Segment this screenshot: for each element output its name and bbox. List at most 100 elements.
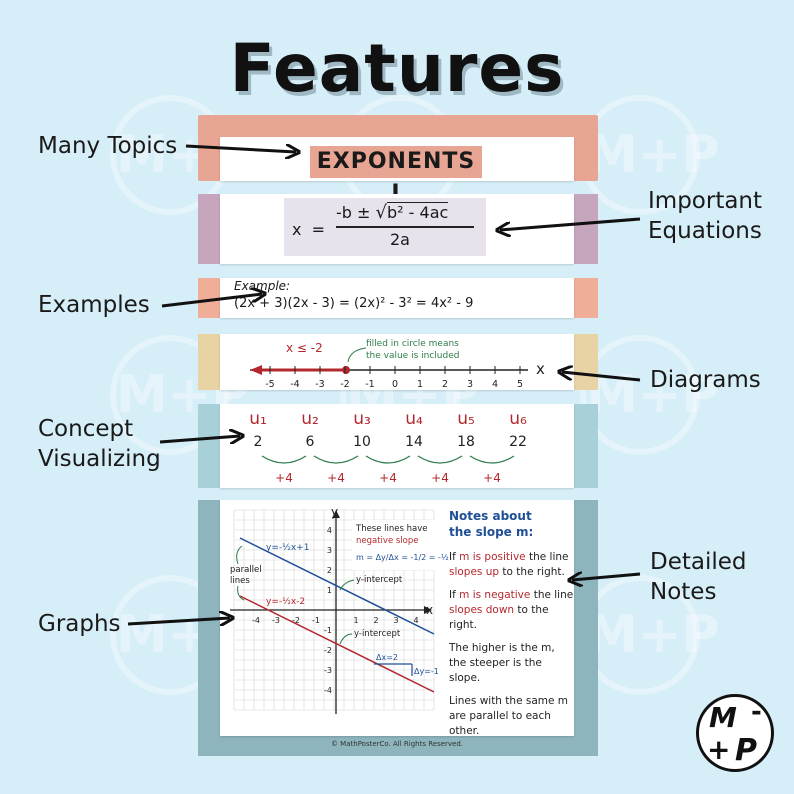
callout-detailed-2: Notes bbox=[650, 579, 717, 605]
note-positive: If m is positive the line slopes up to t… bbox=[449, 550, 575, 580]
watermark-logo: M+P bbox=[580, 335, 719, 455]
number-line-tick-label: 2 bbox=[442, 379, 448, 390]
line-bottom-equation: y=-½x-2 bbox=[266, 597, 305, 607]
x-tick-label: 3 bbox=[393, 616, 398, 625]
callout-examples: Examples bbox=[38, 292, 150, 318]
note-highlight: slopes up bbox=[449, 566, 500, 578]
note-parallel: Lines with the same m are parallel to ea… bbox=[449, 695, 569, 737]
callout-important-1: Important bbox=[648, 188, 763, 214]
equation-numerator: -b ± √b² - 4ac bbox=[336, 202, 449, 223]
x-tick-label: 4 bbox=[413, 616, 418, 625]
callout-concept-2: Visualizing bbox=[38, 446, 161, 472]
slope-note-bg bbox=[352, 520, 436, 570]
sequence-term: u₅ bbox=[457, 409, 475, 429]
sequence-panel bbox=[220, 404, 574, 488]
equation-bar-right bbox=[574, 194, 598, 264]
x-tick-label: -3 bbox=[272, 616, 280, 625]
topic-heading: EXPONENTS I bbox=[310, 146, 482, 206]
sequence-term: u₄ bbox=[405, 409, 423, 429]
x-axis-arrow bbox=[424, 606, 432, 614]
sequence-value: 18 bbox=[457, 434, 475, 450]
number-line-tick-label: -5 bbox=[265, 379, 274, 390]
delta-x-label: Δx=2 bbox=[376, 653, 398, 662]
note-text: If bbox=[449, 551, 460, 563]
number-line-tick-label: 3 bbox=[467, 379, 473, 390]
arrow-many-topics bbox=[185, 146, 296, 152]
y-tick-label: -3 bbox=[324, 666, 332, 675]
sequence-difference: +4 bbox=[327, 471, 345, 485]
example-bar-right bbox=[574, 278, 598, 318]
callout-concept-1: Concept bbox=[38, 416, 134, 442]
x-tick-label: -4 bbox=[252, 616, 260, 625]
number-line-tick-label: -4 bbox=[290, 379, 299, 390]
equation-bar-left bbox=[198, 194, 220, 264]
sequence-value: 6 bbox=[306, 434, 315, 450]
note-highlight: m is negative bbox=[459, 589, 531, 601]
y-tick-label: 4 bbox=[327, 526, 332, 535]
line-bottom bbox=[239, 595, 435, 693]
y-intercept-label-1: y-intercept bbox=[356, 575, 403, 585]
number-line-tick-label: -1 bbox=[365, 379, 374, 390]
arrow-graphs bbox=[127, 618, 230, 624]
example-expression: (2x + 3)(2x - 3) = (2x)² - 3² = 4x² - 9 bbox=[234, 296, 474, 311]
notes-title-2: the slope m: bbox=[449, 525, 534, 539]
equation-numerator-pre: -b ± bbox=[336, 203, 371, 222]
line-top-equation: y=-½x+1 bbox=[266, 543, 309, 553]
equation-lhs: x = bbox=[292, 220, 326, 239]
parallel-label-2: lines bbox=[230, 576, 250, 586]
y-axis-label: y bbox=[331, 505, 338, 519]
sequence-arrow bbox=[417, 455, 463, 464]
sequence-arrow bbox=[313, 455, 359, 464]
note-highlight: m is positive bbox=[459, 551, 526, 563]
x-axis-label: x bbox=[426, 603, 433, 617]
x-tick-label: 2 bbox=[373, 616, 378, 625]
sequence-term: u₁ bbox=[249, 409, 267, 429]
number-line-tick-label: 5 bbox=[517, 379, 523, 390]
parallel-arrow-up bbox=[236, 545, 243, 565]
filled-circle-note-1: filled in circle means bbox=[366, 339, 459, 349]
sqrt-icon: √ bbox=[375, 202, 387, 223]
example-panel bbox=[220, 278, 574, 318]
number-line-tick-label: -3 bbox=[315, 379, 324, 390]
y-intercept-arrow-2 bbox=[339, 633, 353, 645]
sequence-difference: +4 bbox=[379, 471, 397, 485]
sequence-difference: +4 bbox=[275, 471, 293, 485]
arrow-diagrams bbox=[562, 372, 641, 382]
fraction-bar bbox=[336, 226, 474, 228]
sequence-arrow bbox=[365, 455, 411, 464]
sequence-arrow bbox=[261, 455, 307, 464]
number-line-tick-label: 0 bbox=[392, 379, 398, 390]
note-text: the line bbox=[530, 589, 574, 601]
sequence-value: 10 bbox=[353, 434, 371, 450]
callout-many-topics: Many Topics bbox=[38, 133, 178, 159]
note-text: the line bbox=[525, 551, 569, 563]
number-line-tick-label: 1 bbox=[417, 379, 423, 390]
y-intercept-label-2: y-intercept bbox=[354, 629, 401, 639]
x-tick-label: -2 bbox=[292, 616, 300, 625]
x-tick-label: -1 bbox=[312, 616, 320, 625]
these-lines-label-2: negative slope bbox=[356, 536, 419, 546]
arrow-concept bbox=[159, 436, 240, 442]
parallel-arrow-down bbox=[237, 585, 245, 601]
sequence-term: u₃ bbox=[353, 409, 371, 429]
y-tick-label: 1 bbox=[327, 586, 332, 595]
logo-letter-p: P bbox=[735, 733, 757, 768]
logo-minus: - bbox=[751, 697, 762, 727]
numberline-bar-left bbox=[198, 334, 220, 390]
filled-circle-note-2: the value is included bbox=[366, 351, 459, 361]
number-line-tick-label: -2 bbox=[340, 379, 349, 390]
note-arrow bbox=[347, 347, 367, 363]
example-label: Example: bbox=[234, 279, 291, 293]
equation-numerator-root: b² - 4ac bbox=[387, 202, 449, 222]
callout-graphs: Graphs bbox=[38, 611, 121, 637]
example-bar-left bbox=[198, 278, 220, 318]
logo-letter-m: M bbox=[709, 701, 737, 734]
x-tick-label: 1 bbox=[353, 616, 358, 625]
y-tick-label: -1 bbox=[324, 626, 332, 635]
note-negative: If m is negative the line slopes down to… bbox=[449, 588, 575, 633]
y-tick-label: -2 bbox=[324, 646, 332, 655]
note-text: If bbox=[449, 589, 460, 601]
number-line-diagram: x ≤ -2 filled in circle means the value … bbox=[250, 339, 545, 390]
